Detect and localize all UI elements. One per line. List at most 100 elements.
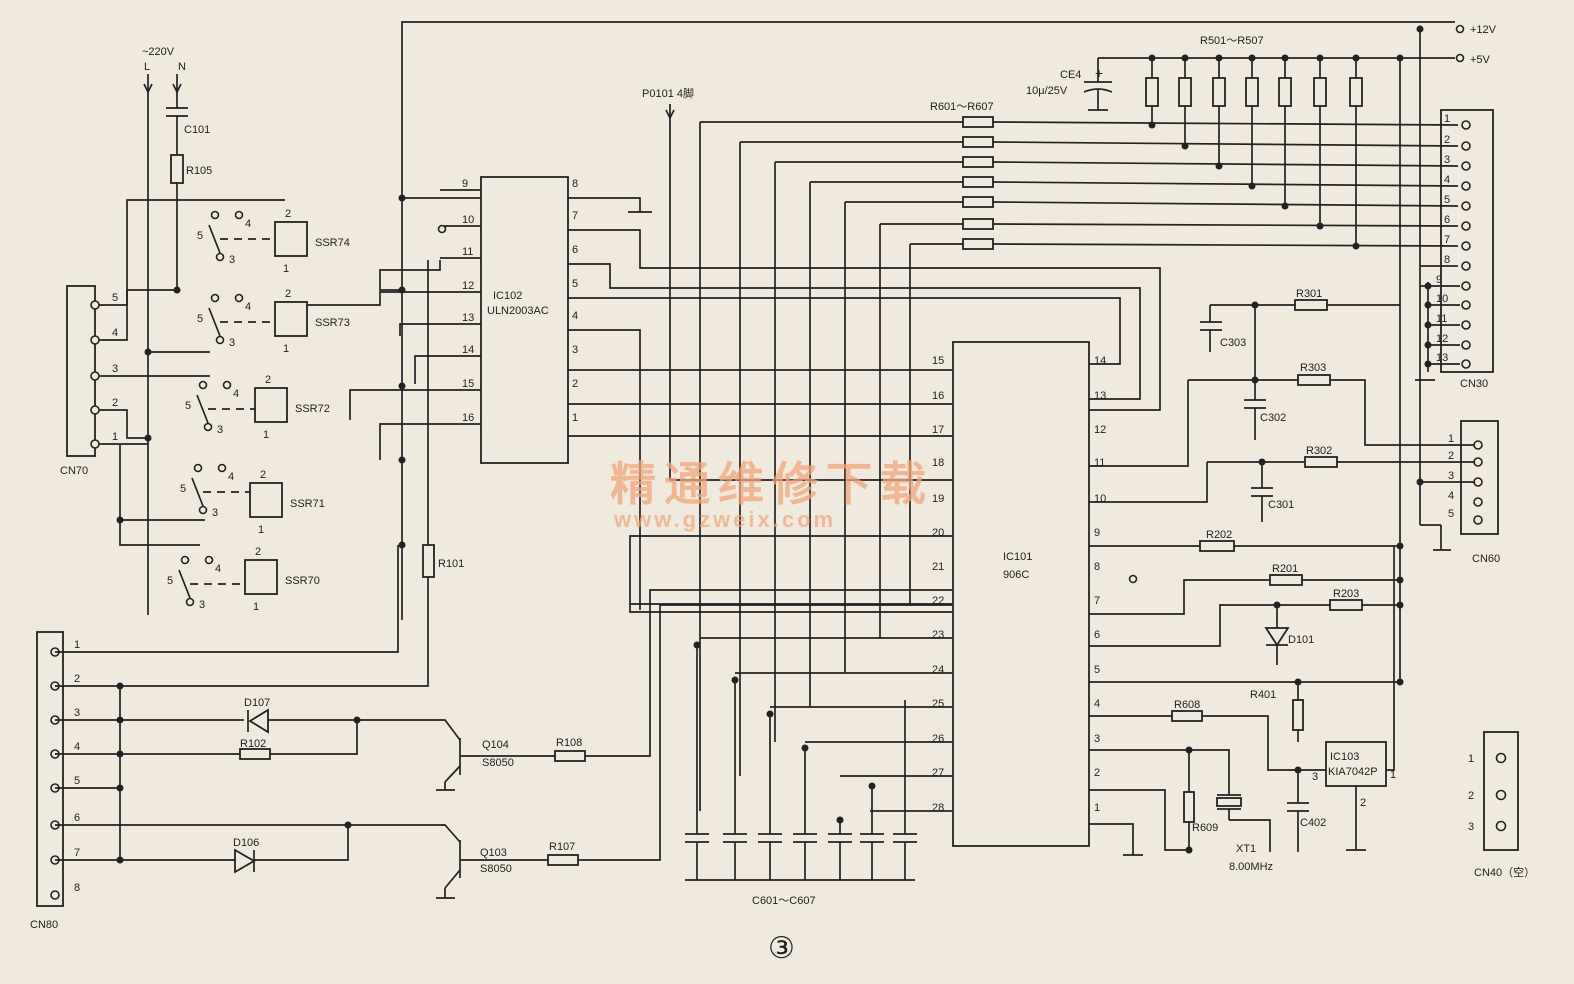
- v5-label: +5V: [1470, 54, 1491, 66]
- cn30-pin-terminal: [1461, 300, 1471, 310]
- ac-input: ~220V L N C101 R105: [142, 46, 212, 615]
- junction: [1148, 54, 1156, 62]
- ce4-value: 10μ/25V: [1026, 85, 1068, 97]
- cn60-pin-number: 3: [1448, 470, 1454, 482]
- cn70-pin-number: 1: [112, 431, 118, 443]
- cn70-pin-number: 4: [112, 327, 118, 339]
- cn30-connector: CN30: [1440, 109, 1494, 390]
- ic101-pin-right: 11: [1094, 457, 1105, 469]
- cn30-pin-number: 6: [1444, 214, 1450, 226]
- cn60-pin-number: 5: [1448, 508, 1454, 520]
- cn30-pin-terminal: [1461, 161, 1471, 171]
- relay-pin-5: 5: [185, 400, 191, 412]
- ic101-pin-left: 16: [932, 390, 944, 402]
- ic103-part: KIA7042P: [1328, 766, 1378, 778]
- svg-text:+: +: [1095, 65, 1103, 81]
- relay-label: SSR70: [285, 575, 320, 587]
- ic102-pin-right: 6: [572, 244, 578, 256]
- cn30-pin-terminal: [1461, 120, 1471, 130]
- ic101-pin-left: 23: [932, 629, 944, 641]
- cn60-pin-number: 1: [1448, 433, 1454, 445]
- cn30-pin-number: 2: [1444, 134, 1450, 146]
- ic101-pin-left: 26: [932, 733, 944, 745]
- pullup-resistor: [1178, 77, 1192, 107]
- relay-coil: [254, 387, 288, 423]
- ic101-pin-left: 18: [932, 457, 944, 469]
- cn30-pin-number: 8: [1444, 254, 1450, 266]
- figure-label: ③: [768, 931, 795, 966]
- junction: [144, 348, 152, 356]
- relay-pin-4: 4: [215, 563, 221, 575]
- d107-label: D107: [244, 697, 270, 709]
- ic103-pin3: 3: [1312, 771, 1318, 783]
- junction: [1248, 54, 1256, 62]
- cn40-pin-terminal: [1495, 820, 1507, 832]
- relay-label: SSR73: [315, 317, 350, 329]
- junction: [398, 382, 406, 390]
- cn30-pin-number: 13: [1436, 352, 1448, 364]
- q103-part: S8050: [480, 863, 512, 875]
- cn70-pin-terminal: [90, 371, 100, 381]
- relay-coil: [274, 301, 308, 337]
- ic102-pin-right: 4: [572, 310, 578, 322]
- ic102-pin-left: 13: [462, 312, 474, 324]
- r201-label: R201: [1272, 563, 1298, 575]
- cn30-pin-terminal: [1461, 281, 1471, 291]
- junction: [398, 286, 406, 294]
- relay-contact: [215, 252, 225, 262]
- junction: [144, 434, 152, 442]
- ic102-name: IC102: [493, 290, 522, 302]
- relay-pin-4: 4: [228, 471, 234, 483]
- line-label: L: [144, 61, 150, 73]
- relay-coil-pin-1: 1: [258, 524, 264, 536]
- cn70-pin-terminal: [90, 439, 100, 449]
- relay-contact: [203, 422, 213, 432]
- cn30-pin-terminal: [1461, 221, 1471, 231]
- ic103-pin1: 1: [1390, 769, 1396, 781]
- relay-contact: [185, 597, 195, 607]
- ic102-pin-right: 2: [572, 378, 578, 390]
- cn30-pin-terminal: [1461, 359, 1471, 369]
- q104-part: S8050: [482, 757, 514, 769]
- junction: [1181, 54, 1189, 62]
- pullup-resistor: [1278, 77, 1292, 107]
- ic102-pin-right: 3: [572, 344, 578, 356]
- relay-contact: [234, 293, 244, 303]
- pullup-resistor: [1349, 77, 1363, 107]
- ic101-pin8-terminal: [1128, 574, 1138, 584]
- rc-network: R301 C303 R303 C302 R302 C301: [1089, 288, 1475, 551]
- cn80-connector: CN80: [30, 631, 64, 931]
- series-resistor: [962, 116, 994, 128]
- r101-label: R101: [438, 558, 464, 570]
- relay-pin-4: 4: [233, 388, 239, 400]
- ic102-pin-left: 10: [462, 214, 474, 226]
- relay-pin-5: 5: [197, 313, 203, 325]
- relay-contact: [204, 555, 214, 565]
- cn60-pin-terminal: [1473, 515, 1483, 525]
- relay-coil-pin-2: 2: [260, 469, 266, 481]
- p0101-label: P0101 4脚: [642, 86, 694, 100]
- relay-coil: [274, 221, 308, 257]
- relay-pin-5: 5: [180, 483, 186, 495]
- ic102-pin-left: 16: [462, 412, 474, 424]
- c402-label: C402: [1300, 817, 1326, 829]
- v12-label: +12V: [1470, 24, 1497, 36]
- cn80-pin-number: 2: [74, 673, 80, 685]
- cn30-pin-number: 4: [1444, 174, 1450, 186]
- ic102-pin-left: 14: [462, 344, 474, 356]
- pullup-resistor: [1313, 77, 1327, 107]
- cn80-pin-number: 8: [74, 882, 80, 894]
- ce4-label: CE4: [1060, 69, 1081, 81]
- r203-label: R203: [1333, 588, 1359, 600]
- junction: [1424, 321, 1432, 329]
- ic101-pin-right: 2: [1094, 767, 1100, 779]
- relay-coil-pin-2: 2: [265, 374, 271, 386]
- ic101-pin-left: 19: [932, 493, 944, 505]
- relay-pin-3: 3: [212, 507, 218, 519]
- d101-label: D101: [1288, 634, 1314, 646]
- relay-label: SSR72: [295, 403, 330, 415]
- relay-label: SSR74: [315, 237, 350, 249]
- ic101-pin-right: 14: [1094, 355, 1106, 367]
- r107-label: R107: [549, 841, 575, 853]
- cn70-pin-terminal: [90, 405, 100, 415]
